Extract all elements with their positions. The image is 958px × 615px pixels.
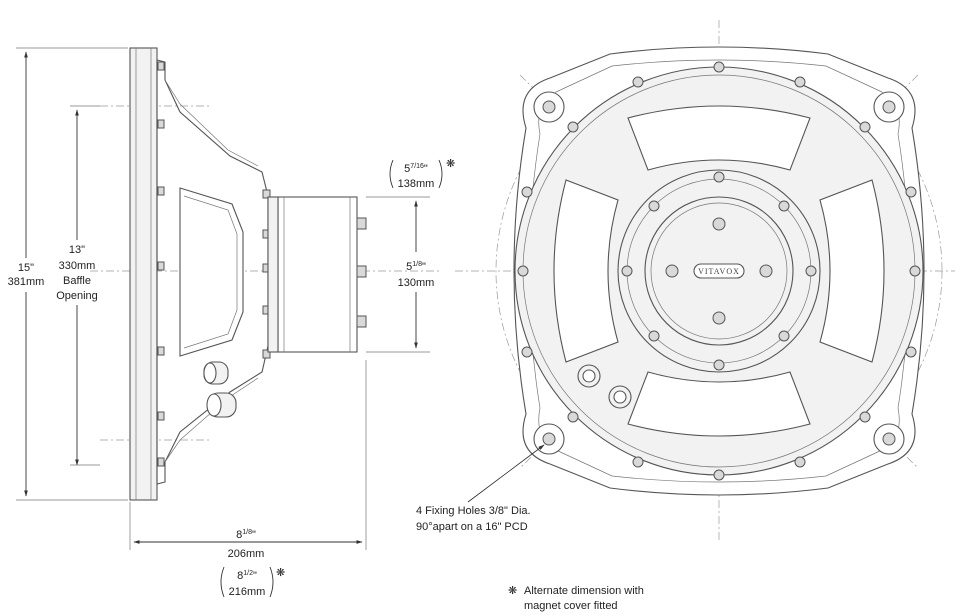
depth-metric: 206mm: [228, 548, 265, 560]
footnote-line1: Alternate dimension with: [524, 585, 644, 597]
basket-windows: [553, 105, 885, 437]
magnet-alt-dimension: 57/16" 138mm ❋: [389, 158, 455, 190]
fixing-note-line1: 4 Fixing Holes 3/8" Dia.: [416, 505, 531, 517]
fixing-note-line2: 90°apart on a 16" PCD: [416, 521, 528, 533]
depth-alt-value: 81/2": [237, 570, 257, 582]
magnet-alt-value: 57/16": [404, 163, 428, 175]
dim-baffle-opening: [70, 105, 100, 466]
depth-value: 81/8": [236, 529, 256, 541]
magnet-body: [277, 196, 358, 353]
flange-bolts: [157, 61, 165, 467]
footnote-line2: magnet cover fitted: [524, 600, 618, 612]
magnet-diameter-metric: 130mm: [398, 277, 435, 289]
baffle-value: 13": [69, 244, 85, 256]
depth-alt-dimension: 81/2" 216mm ❋: [220, 566, 285, 598]
baffle-line1: Baffle: [63, 275, 91, 287]
depth-alt-metric: 216mm: [229, 586, 266, 598]
footnote-mark: ❋: [508, 585, 517, 597]
corner-fixing-holes: [533, 91, 905, 455]
front-terminals: [577, 364, 632, 409]
side-view: [90, 47, 440, 501]
dim-magnet-diameter: [366, 196, 430, 353]
magnet-alt-metric: 138mm: [398, 178, 435, 190]
front-view: VITAVOX: [455, 20, 955, 540]
magnet-studs: [356, 217, 367, 328]
inner-ring-bolts: [621, 171, 817, 371]
overall-height-metric: 381mm: [8, 276, 45, 288]
baffle-metric: 330mm: [59, 260, 96, 272]
outer-ring-bolts: [517, 61, 921, 481]
baffle-line2: Opening: [56, 290, 98, 302]
depth-alt-mark: ❋: [276, 567, 285, 579]
dim-overall-height: [16, 47, 128, 501]
overall-height-value: 15": [18, 262, 34, 274]
terminals: [203, 361, 237, 418]
magnet-diameter-value: 51/8": [406, 261, 426, 273]
cone-window: [179, 187, 244, 357]
magnet-alt-mark: ❋: [446, 158, 455, 170]
front-flange: [129, 47, 158, 501]
cap-screws: [665, 217, 773, 325]
logo-text: VITAVOX: [698, 267, 740, 276]
dim-depth: [129, 360, 367, 550]
